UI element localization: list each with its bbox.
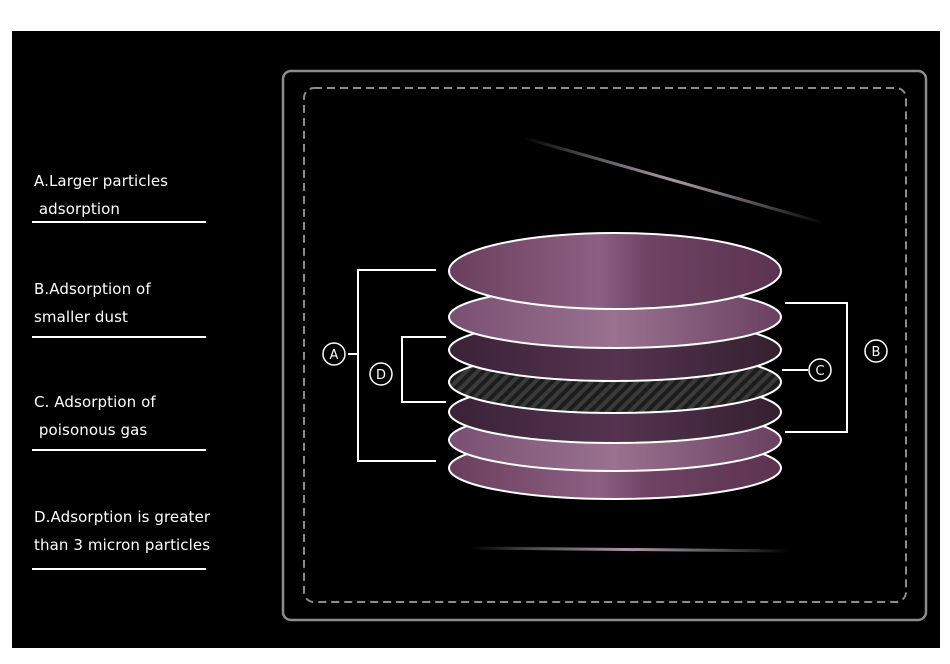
marker-c-label: C <box>815 364 824 379</box>
legend-c-line-2: poisonous gas <box>34 421 148 439</box>
legend-a-line-2: adsorption <box>34 200 120 218</box>
legend-a-underline <box>32 221 206 223</box>
dashed-frame <box>303 87 907 603</box>
legend-b-underline <box>32 336 206 338</box>
outer-frame <box>281 69 928 622</box>
legend-c-underline <box>32 449 206 451</box>
legend-b-line-2: smaller dust <box>34 308 129 326</box>
marker-d: D <box>369 362 393 386</box>
marker-a: A <box>322 342 346 366</box>
bracket-a <box>357 269 436 462</box>
legend-item-b: B.Adsorption of smaller dust <box>34 275 214 331</box>
legend-item-d: D.Adsorption is greater than 3 micron pa… <box>34 503 214 559</box>
light-streak-bottom <box>469 546 789 553</box>
marker-b-label: B <box>872 345 881 360</box>
marker-d-label: D <box>376 368 386 383</box>
layer-1 <box>448 232 782 310</box>
legend-d-line-2: than 3 micron particles <box>34 536 211 554</box>
filter-layers-diagram: A D C B <box>281 69 928 622</box>
marker-c: C <box>808 358 832 382</box>
diagram-panel: A.Larger particles adsorption B.Adsorpti… <box>12 31 940 648</box>
legend-item-a: A.Larger particles adsorption <box>34 167 214 223</box>
legend-item-c: C. Adsorption of poisonous gas <box>34 388 214 444</box>
legend-b-line-1: B.Adsorption of <box>34 280 151 298</box>
bracket-b <box>785 302 848 433</box>
legend-c-line-1: C. Adsorption of <box>34 393 156 411</box>
bracket-d <box>401 336 446 403</box>
legend-a-line-1: A.Larger particles <box>34 172 169 190</box>
marker-a-label: A <box>330 348 339 363</box>
legend-d-underline <box>32 568 206 570</box>
marker-b: B <box>864 339 888 363</box>
legend-d-line-1: D.Adsorption is greater <box>34 508 211 526</box>
light-streak-top <box>523 136 825 225</box>
